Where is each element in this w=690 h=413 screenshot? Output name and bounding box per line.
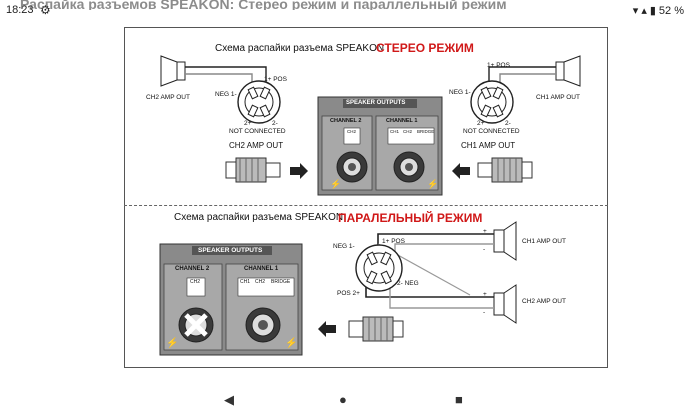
recents-button[interactable]: ■: [455, 392, 463, 407]
left-2plus-label: 2+: [244, 120, 252, 127]
page-heading-cut: Распайка разъемов SPEAKON: Стерео режим …: [20, 0, 507, 10]
panel-bottom-sub-ch1b: CH2: [255, 279, 266, 285]
minus-label-1: -: [483, 246, 486, 253]
panel-bottom-ch2: CHANNEL 2: [175, 266, 210, 272]
panel-top-ch2: CHANNEL 2: [330, 118, 362, 124]
left-nc-label: NOT CONNECTED: [229, 128, 286, 135]
left-2minus-label: 2-: [272, 120, 278, 127]
panel-bottom-sub-ch2: CH2: [190, 279, 201, 285]
right-pos-label: 1+ POS: [487, 62, 510, 69]
svg-text:⚡: ⚡: [427, 178, 438, 190]
speakon-plug-top-right: [477, 157, 533, 183]
panel-top-sub-bridge: BRIDGE: [417, 129, 435, 134]
right-amp-label: CH1 AMP OUT: [536, 94, 580, 101]
left-out-label: CH2 AMP OUT: [229, 141, 284, 150]
section-divider: [124, 205, 608, 206]
panel-bottom-sub-bridge: BRIDGE: [271, 279, 291, 285]
panel-bottom-header: SPEAKER OUTPUTS: [198, 247, 263, 254]
right-out-label: CH1 AMP OUT: [461, 141, 516, 150]
speaker-outputs-panel-bottom: ⚡ ⚡: [159, 243, 303, 356]
parallel-pos1-label: 1+ POS: [382, 238, 405, 245]
plus-label-2: +: [483, 291, 487, 298]
panel-top-sub-ch2: CH2: [347, 129, 357, 134]
panel-bottom-sub-ch1: CH1: [240, 279, 251, 285]
parallel-mode: ПАРАЛЕЛЬНЫЙ РЕЖИМ: [338, 211, 483, 225]
plus-label-1: +: [483, 228, 487, 235]
panel-top-header: SPEAKER OUTPUTS: [346, 100, 406, 106]
svg-text:⚡: ⚡: [166, 336, 178, 349]
parallel-ch2-amp-label: CH2 AMP OUT: [522, 298, 566, 305]
parallel-neg-label: NEG 1-: [333, 243, 355, 250]
speaker-icon-ch2-bottom: [493, 284, 517, 324]
status-bar: 18:23 ⚙ ▾ ▴ ▮ 52 %: [0, 0, 690, 22]
gear-icon: ⚙: [40, 3, 51, 17]
right-nc-label: NOT CONNECTED: [463, 128, 520, 135]
right-2plus-label: 2+: [477, 120, 485, 127]
parallel-neg2-label: 2- NEG: [397, 280, 419, 287]
home-button[interactable]: ●: [339, 392, 347, 407]
parallel-ch1-amp-label: CH1 AMP OUT: [522, 238, 566, 245]
speakon-connector-bottom: [355, 244, 403, 292]
stereo-mode: СТЕРЕО РЕЖИМ: [376, 41, 474, 55]
parallel-pos2-label: POS 2+: [337, 290, 360, 297]
speakon-connector-top-right: [470, 80, 514, 124]
speaker-icon-ch1-bottom: [493, 221, 517, 261]
panel-top-sub-ch1b: CH2: [403, 129, 413, 134]
wifi-icon: ▾: [632, 5, 639, 17]
speakon-connector-top-left: [237, 80, 281, 124]
svg-text:⚡: ⚡: [330, 178, 341, 190]
left-pos-label: 1+ POS: [264, 76, 287, 83]
parallel-title: Схема распайки разъема SPEAKON: [174, 212, 344, 223]
speaker-outputs-panel-top: ⚡ ⚡: [317, 96, 443, 196]
arrow-left-icon: [452, 163, 470, 179]
left-amp-label: CH2 AMP OUT: [146, 94, 190, 101]
left-neg-label: NEG 1-: [215, 91, 237, 98]
signal-icon: ▴: [641, 5, 647, 17]
battery-icon: ▮: [649, 5, 656, 17]
svg-text:⚡: ⚡: [285, 336, 297, 349]
stereo-title: Схема распайки разъема SPEAKON: [215, 43, 385, 54]
battery-level: 52 %: [658, 4, 684, 17]
arrow-right-icon: [290, 163, 308, 179]
arrow-left-icon-bottom: [318, 321, 336, 337]
speakon-plug-top-left: [225, 157, 281, 183]
right-neg-label: NEG 1-: [449, 89, 471, 96]
back-button[interactable]: ◀: [224, 392, 234, 407]
speakon-plug-bottom: [348, 316, 404, 342]
minus-label-2: -: [483, 309, 486, 316]
speaker-icon-ch2-top: [160, 55, 186, 87]
status-right: ▾ ▴ ▮ 52 %: [632, 4, 684, 18]
panel-top-sub-ch1: CH1: [390, 129, 400, 134]
nav-bar: ◀ ● ■: [0, 387, 690, 413]
panel-top-ch1: CHANNEL 1: [386, 118, 418, 124]
panel-bottom-ch1: CHANNEL 1: [244, 266, 279, 272]
right-2minus-label: 2-: [505, 120, 511, 127]
speaker-icon-ch1-top: [555, 55, 581, 87]
status-time: 18:23: [6, 4, 34, 16]
